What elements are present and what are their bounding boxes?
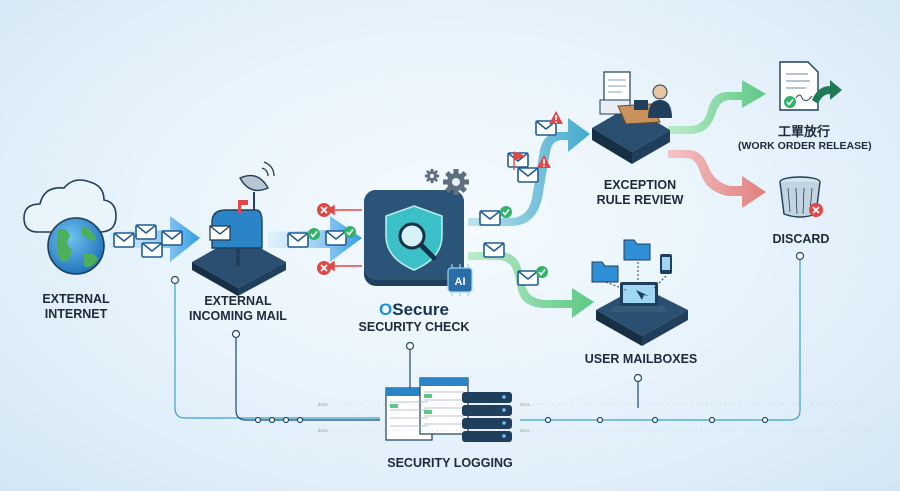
server-icon	[462, 392, 512, 442]
discard-label: DISCARD	[772, 232, 830, 246]
exception-review-label-line2: RULE REVIEW	[596, 193, 684, 207]
folder-icon	[591, 239, 651, 283]
laptop-icon	[610, 282, 668, 312]
flow-security-to-exception	[468, 118, 590, 226]
log-lines-right-2: data · · · · · · · · · · · · · · · · · ·…	[520, 428, 872, 433]
discard-node	[779, 176, 824, 218]
incoming-mail-label-line1: EXTERNAL	[204, 294, 272, 308]
magnifier-icon	[398, 222, 437, 261]
external-internet-label-line1: EXTERNAL	[42, 292, 110, 306]
cloud-icon	[23, 179, 117, 233]
connector-nodes	[170, 251, 805, 424]
brand-name: Secure	[392, 300, 449, 319]
satellite-dish-icon	[239, 161, 275, 210]
flow-security-to-mailboxes	[468, 252, 594, 318]
phone-icon	[660, 254, 672, 274]
flow-exception-to-release	[668, 80, 766, 134]
exception-review-label: EXCEPTION RULE REVIEW	[588, 178, 692, 208]
mailbox-icon	[209, 200, 263, 266]
exception-review-node	[592, 71, 672, 164]
security-logging-label: SECURITY LOGGING	[387, 456, 513, 470]
external-internet-label-line2: INTERNET	[44, 307, 108, 321]
user-mailboxes-label: USER MAILBOXES	[584, 352, 698, 366]
brand-mark: O	[379, 300, 393, 319]
exception-review-label-line1: EXCEPTION	[603, 178, 677, 192]
incoming-mail-node	[192, 161, 286, 296]
external-internet-label: EXTERNAL INTERNET	[34, 292, 118, 322]
security-check-label: SECURITY CHECK	[358, 320, 470, 334]
log-lines-left: data · · · · · · · · · · · · · · · · · ·…	[318, 402, 506, 407]
envelope-icons	[113, 120, 557, 286]
cross-icon	[808, 202, 824, 218]
reviewer-icon	[634, 84, 672, 118]
security-logging-node	[385, 377, 512, 442]
log-lines-right: data · · · · · · · · · · · · · · · · · ·…	[520, 402, 872, 407]
ai-chip-icon: AI	[447, 264, 473, 296]
work-order-release-label-cn: 工單放行	[777, 124, 830, 139]
work-order-release-label-en: (WORK ORDER RELEASE)	[738, 139, 872, 152]
external-internet-node	[23, 179, 117, 275]
trash-icon	[779, 176, 821, 218]
incoming-mail-label: EXTERNAL INCOMING MAIL	[182, 294, 294, 324]
security-check-node: AI	[364, 168, 473, 296]
logging-connectors	[174, 258, 801, 421]
user-mailboxes-node	[591, 239, 688, 346]
log-table-icon	[385, 377, 469, 441]
warning-icons	[513, 111, 563, 170]
check-icon	[783, 95, 797, 109]
ai-chip-label: AI	[455, 276, 466, 288]
incoming-mail-label-line2: INCOMING MAIL	[189, 309, 287, 323]
log-lines-left-2: data · · · · · · · · · · · · · · · · · ·…	[318, 428, 506, 433]
flow-exception-to-discard	[668, 150, 766, 208]
globe-icon	[47, 217, 105, 275]
brand-logo: OSecure	[374, 300, 454, 320]
work-order-release-node	[779, 61, 842, 111]
work-order-release-label: 工單放行 (WORK ORDER RELEASE)	[738, 124, 872, 152]
